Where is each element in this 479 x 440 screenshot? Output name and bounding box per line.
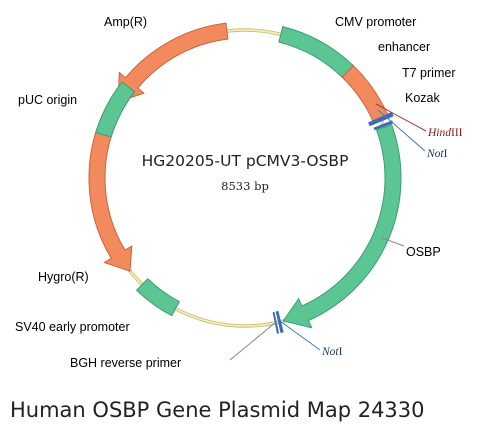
label-puc-origin: pUC origin — [18, 93, 77, 107]
sv40-early-promoter-arc — [135, 278, 180, 317]
plasmid-name: HG20205-UT pCMV3-OSBP — [142, 152, 349, 170]
label-cmv-promoter: CMV promoter — [335, 15, 416, 29]
site-hindiii: HindIII — [427, 127, 463, 139]
bgh-reverse-primer-mark — [275, 310, 284, 333]
plasmid-size: 8533 bp — [221, 179, 269, 193]
hygro-r-arc — [88, 106, 133, 272]
t7-primer-mark — [368, 111, 394, 127]
figure-caption: Human OSBP Gene Plasmid Map 24330 — [10, 398, 425, 422]
leader-noti-bottom — [279, 320, 321, 351]
label-kozak: Kozak — [405, 91, 440, 105]
site-noti-bottom: NotI — [321, 346, 343, 358]
leader-noti-top — [377, 109, 426, 152]
leader-bgh — [229, 321, 277, 361]
label-hygro-r: Hygro(R) — [38, 270, 89, 284]
leader-osbp — [381, 237, 405, 247]
label-sv40-early-promoter: SV40 early promoter — [15, 320, 130, 334]
label-bgh-reverse-primer: BGH reverse primer — [70, 356, 181, 370]
label-t7-primer: T7 primer — [402, 66, 455, 80]
site-noti-top: NotI — [426, 148, 448, 160]
kozak-mark — [373, 120, 394, 131]
leader-hindiii — [375, 103, 427, 132]
osbp-arc — [282, 123, 402, 329]
bgh-reverse-primer-mark-2 — [272, 311, 280, 334]
label-osbp: OSBP — [406, 245, 441, 259]
label-amp-r: Amp(R) — [104, 15, 147, 29]
amp-r-arc — [117, 22, 229, 103]
label-enhancer: enhancer — [378, 40, 430, 54]
puc-origin-arc — [95, 81, 136, 138]
cmv-promoter-arc — [278, 26, 355, 78]
